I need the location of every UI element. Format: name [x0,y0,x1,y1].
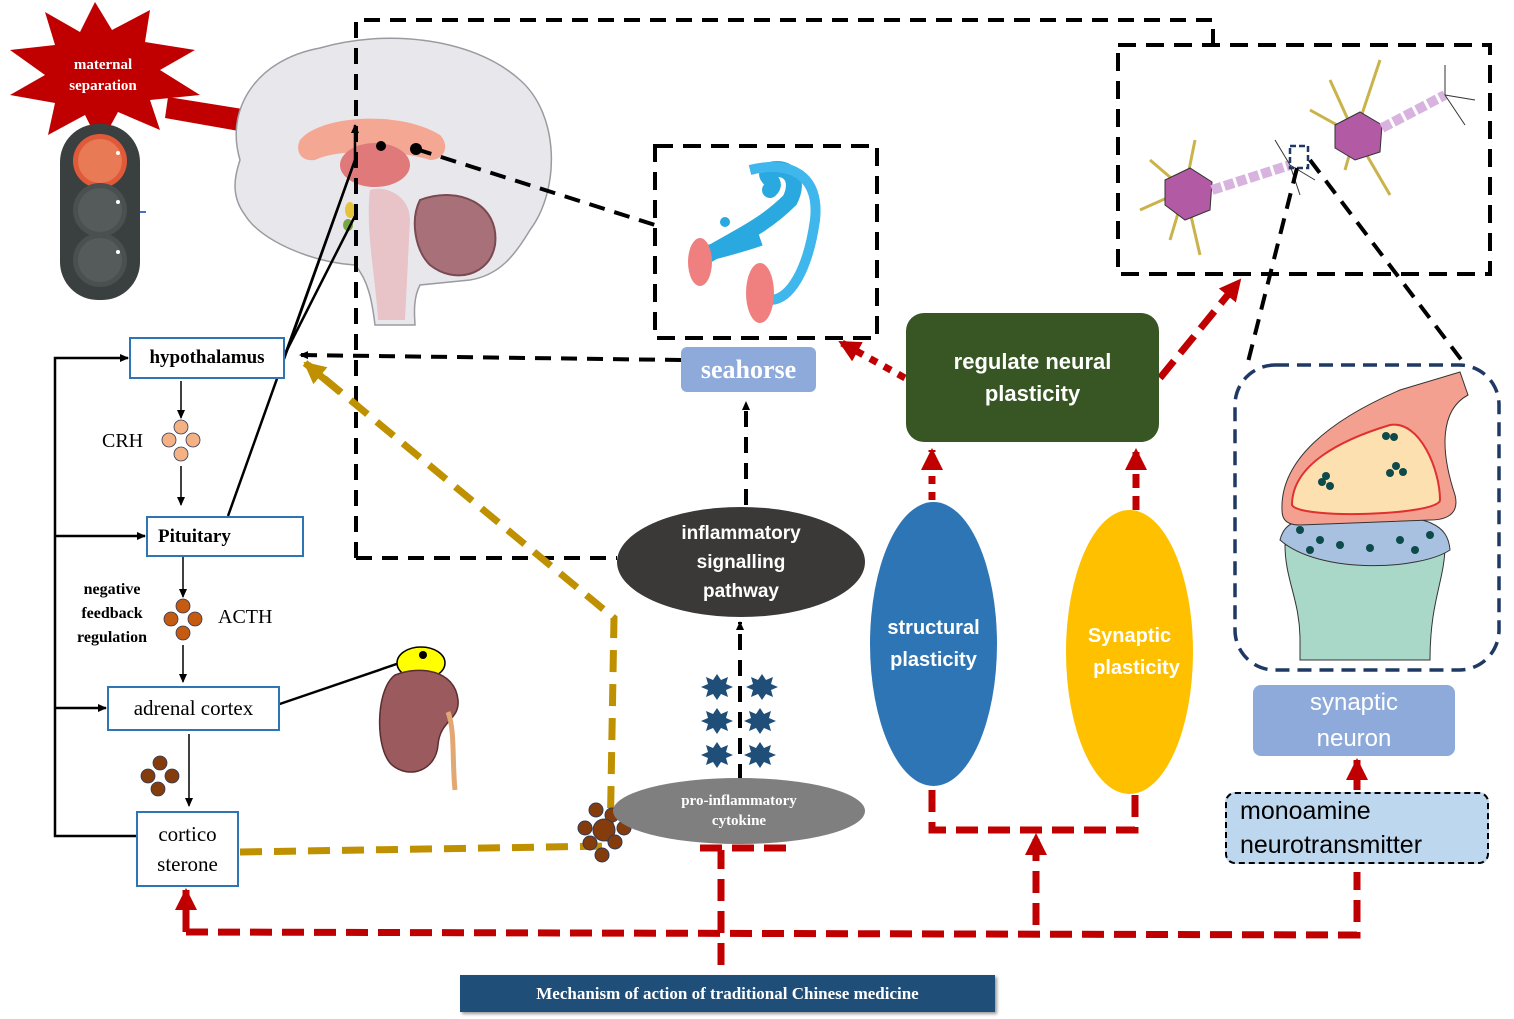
acth-label: ACTH [218,606,273,628]
stressor-line1: maternal [73,57,133,73]
pro-inflammatory-cytokine-node[interactable]: pro-inflammatory cytokine [613,778,865,844]
crh-molecules [161,419,201,462]
hippocampus-image-frame [653,144,879,340]
brain-icon [234,37,553,326]
pituitary-label: Pituitary [158,525,231,547]
stressor-label: maternal separation [48,55,158,97]
neurons-image-frame [1116,43,1492,276]
hypothalamus-label: hypothalamus [149,347,265,368]
crh-label: CRH [102,430,144,452]
cytokine-molecules [701,674,778,768]
adrenal-cortex-label: adrenal cortex [133,696,254,720]
pituitary-box[interactable]: Pituitary [146,516,304,557]
stressor-line2: separation [69,78,137,94]
synapse-image-frame [1233,363,1501,672]
regulate-neural-plasticity-node[interactable]: regulate neural plasticity [906,313,1159,442]
neurons-icon [1139,59,1476,256]
synaptic-neuron-label[interactable]: synaptic neuron [1253,685,1455,756]
synaptic-plasticity-node[interactable]: Synaptic plasticity [1066,510,1193,794]
structural-plasticity-node[interactable]: structural plasticity [870,502,997,786]
monoamine-neurotransmitter-node[interactable]: monoamine neurotransmitter [1225,792,1489,864]
tcm-mechanism-label[interactable]: Mechanism of action of traditional Chine… [460,975,995,1012]
hippocampus-icon [688,161,821,323]
hypothalamus-box[interactable]: hypothalamus [129,337,285,379]
inflammatory-pathway-node[interactable]: inflammatory signalling pathway [617,507,865,617]
seahorse-label[interactable]: seahorse [681,347,816,392]
starburst-shape [10,2,200,145]
negative-feedback-label: negative feedback regulation [77,581,147,646]
corticosterone-box[interactable]: cortico sterone [136,811,239,887]
cort-molecules [140,755,180,797]
adrenal-cortex-box[interactable]: adrenal cortex [107,686,280,731]
kidney-icon [378,646,459,791]
synapse-icon [1279,371,1469,661]
traffic-light-icon [60,124,140,300]
acth-molecules [163,598,203,641]
